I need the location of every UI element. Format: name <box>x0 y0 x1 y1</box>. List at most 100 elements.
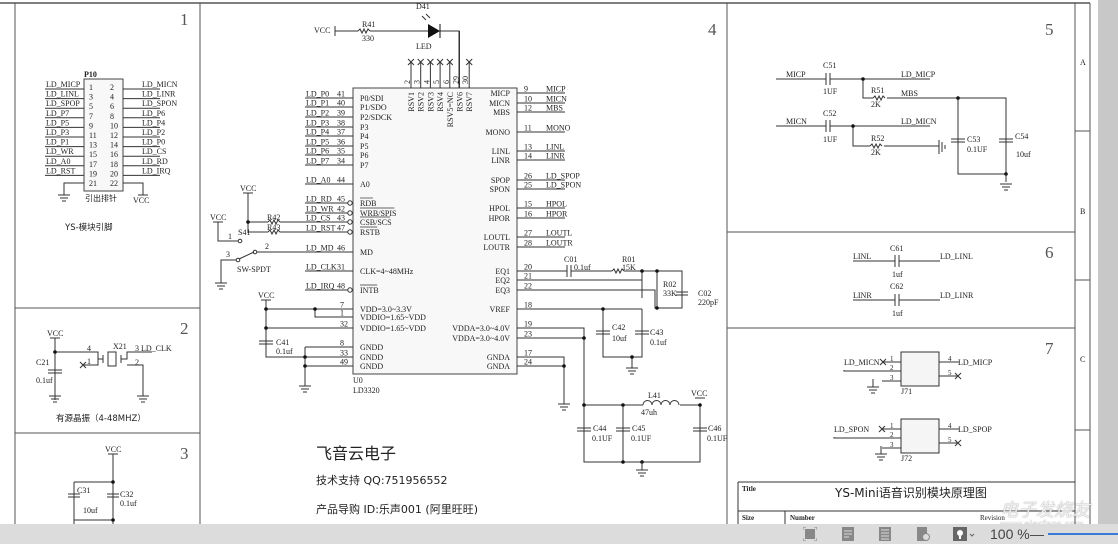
u0-power-pin-number: 7 <box>340 301 344 310</box>
r01-value: 15K <box>622 263 636 272</box>
pullup-vcc-label: VCC <box>240 184 256 193</box>
inverted-pin-icon <box>347 219 353 225</box>
page-rotate-icon[interactable] <box>916 527 930 541</box>
zoom-slider[interactable] <box>1048 533 1118 535</box>
u0-right-pin-number: 27 <box>524 229 532 238</box>
zoom-out-button[interactable]: — <box>1030 526 1044 542</box>
u0-power-pin-number: 33 <box>340 349 348 358</box>
u0-left-net: LD_P5 <box>306 138 329 147</box>
u0-top-pin-number: 3 <box>413 80 422 84</box>
j72-pin4: 4 <box>948 422 952 430</box>
u0-left-pin-name: P2/SDCK <box>360 113 392 122</box>
p10-pin-number: 10 <box>110 121 118 130</box>
lightbulb-icon[interactable] <box>953 527 975 541</box>
u0-right-pin-name: MICP <box>490 89 510 98</box>
p10-pin-number: 4 <box>110 93 114 102</box>
no-connect-icon <box>427 58 434 66</box>
r52-value: 2K <box>871 148 881 157</box>
s5-ld-micn-net: LD_MICN <box>901 117 937 126</box>
p10-left-net: LD_MICP <box>46 80 81 89</box>
c44-ref: C44 <box>593 424 606 433</box>
r42-ref: R42 <box>267 213 280 222</box>
u0-left-net: LD_CS <box>306 214 330 223</box>
title-block: Title YS-Mini语音识别模块原理图 Size Number Revis… <box>737 481 1075 524</box>
d41-value: LED <box>416 42 432 51</box>
no-connect-icon <box>436 58 444 66</box>
u0-left-pin-number: 46 <box>337 244 345 253</box>
u0-right-pin-name: SPOP <box>491 176 511 185</box>
p10-right-net: LD_P4 <box>142 118 165 127</box>
u0-top-pin-name: RSV5=NC <box>446 92 455 127</box>
u0-left-pin-name: RDB <box>360 199 376 208</box>
r51-value: 2K <box>871 100 881 109</box>
c43-ref: C43 <box>650 328 663 337</box>
s41-pin1: 1 <box>228 232 232 241</box>
u0-left-net: LD_P0 <box>306 90 329 99</box>
u0-left-pin-name: P0/SDI <box>360 94 384 103</box>
u0-right-pin-name: MBS <box>493 108 510 117</box>
c51-value: 1UF <box>823 87 838 96</box>
u0-right-net: MBS <box>546 104 563 113</box>
u0-right-net: HPOL <box>546 200 567 209</box>
u0-right-pin-number: 23 <box>524 330 532 339</box>
revision-label: Revision <box>980 514 1005 522</box>
u0-left-pin-number: 41 <box>337 90 345 99</box>
p10-pin-number: 2 <box>110 83 114 92</box>
c46-ref: C46 <box>708 424 721 433</box>
single-page-icon[interactable] <box>841 527 855 541</box>
c31-value: 10uf <box>83 506 98 515</box>
r02-value: 33K <box>663 289 677 298</box>
fit-page-icon[interactable] <box>802 526 818 542</box>
c61-value: 1uf <box>892 270 903 279</box>
u0-left-pin-number: 38 <box>337 119 345 128</box>
u0-top-pin-name: RSV4 <box>436 92 445 112</box>
shop-id: 产品导购 ID:乐声001 (阿里旺旺) <box>316 502 478 516</box>
p10-right-net: LD_P2 <box>142 128 165 137</box>
p10-left-net: LD_LINL <box>46 90 79 99</box>
u0-left-net: LD_P6 <box>306 147 329 156</box>
s6-ld-linl-net: LD_LINL <box>940 252 973 261</box>
u0-right-pin-name: SPON <box>490 185 511 194</box>
c61-ref: C61 <box>890 244 903 253</box>
j71-pin2: 2 <box>890 364 894 372</box>
r02-ref: R02 <box>663 280 676 289</box>
section-2-number: 2 <box>180 319 189 338</box>
u0-left-pin-number: 36 <box>337 138 345 147</box>
u0-left-pin-name: P1/SDO <box>360 103 387 112</box>
c32-value: 0.1uf <box>120 499 137 508</box>
j71-ref: J71 <box>901 387 912 396</box>
j72-pin1: 1 <box>890 422 894 430</box>
x21-pin4: 4 <box>87 344 91 353</box>
p10-right-net: LD_CS <box>142 147 166 156</box>
u0-left-pin-name: P4 <box>360 132 368 141</box>
u0-right-net: MONO <box>546 124 571 133</box>
r41-vcc-label: VCC <box>314 26 330 35</box>
continuous-page-icon[interactable] <box>878 527 892 541</box>
section-1-caption: YS-模块引脚 <box>64 222 113 233</box>
j72-left-net: LD_SPON <box>834 425 869 434</box>
u0-power-pin-name: GNDD <box>360 353 383 362</box>
s5-mbs-net: MBS <box>901 89 918 98</box>
section-6-number: 6 <box>1045 243 1054 262</box>
p10-pin-number: 3 <box>89 93 93 102</box>
u0-left-net: LD_P4 <box>306 128 329 137</box>
p10-ref: P10 <box>84 70 97 79</box>
j72-pin2: 2 <box>890 431 894 439</box>
c53-ref: C53 <box>967 135 980 144</box>
p10-vcc-label: VCC <box>133 196 149 205</box>
u0-right-pin-name: VREF <box>490 305 511 314</box>
c62-ref: C62 <box>890 282 903 291</box>
u0-right-pin-name: VDDA=3.0~4.0V <box>452 334 510 343</box>
x21-pin1: 1 <box>87 357 91 366</box>
u0-power-pin-name: VDDIO=1.65~VDD <box>360 324 426 333</box>
u0-top-pin-number: 4 <box>422 80 431 84</box>
c41-ref: C41 <box>276 338 289 347</box>
u0-top-pin-number: 5 <box>432 80 441 84</box>
j71-pin5: 5 <box>948 369 952 377</box>
j71-body <box>900 351 940 387</box>
scroll-gutter[interactable] <box>1098 0 1118 524</box>
status-bar: 100 % — <box>0 524 1118 544</box>
u0-right-net: HPOR <box>546 210 568 219</box>
p10-pin-number: 21 <box>89 179 97 188</box>
